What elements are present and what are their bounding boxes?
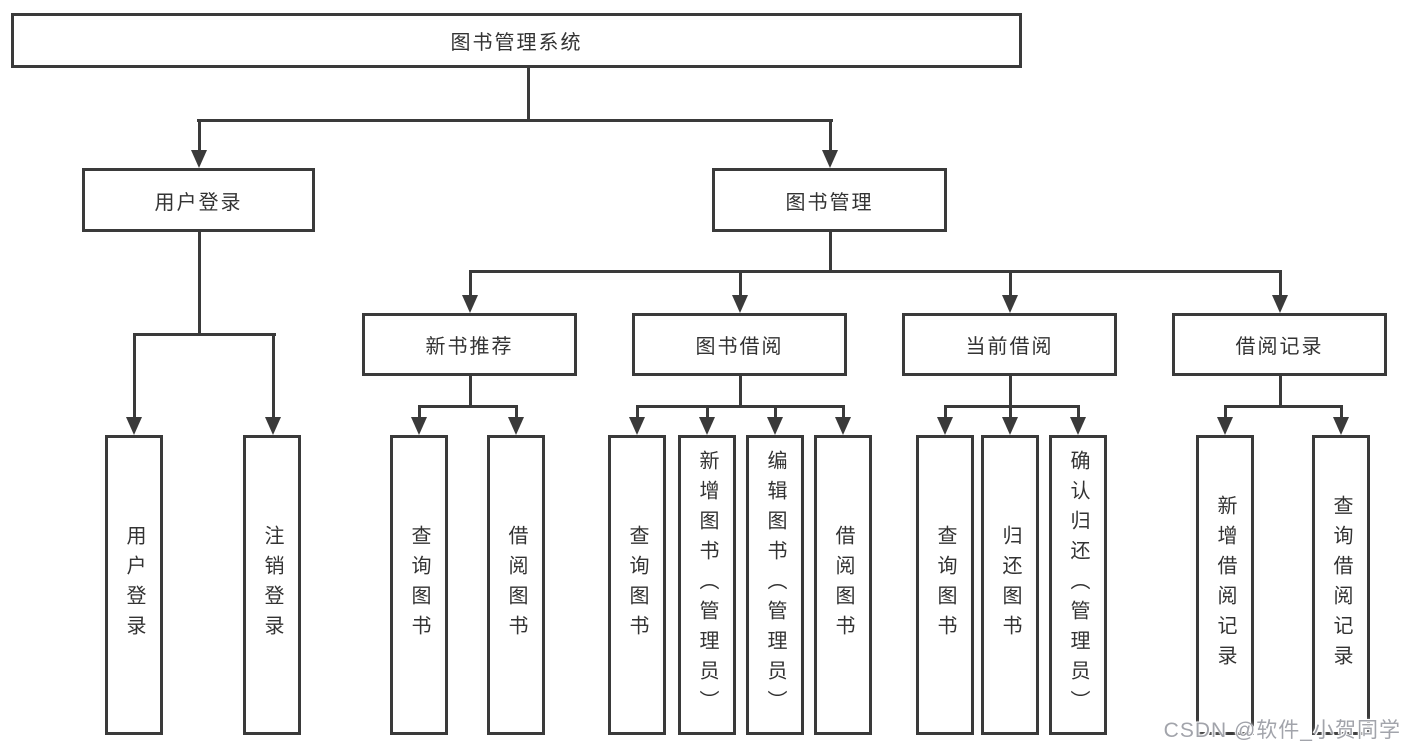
node-cb-confirm: 确认归还（管理员） <box>1049 435 1107 735</box>
node-cb-confirm-label: 确认归还（管理员） <box>1067 450 1089 720</box>
node-borrow-records: 借阅记录 <box>1172 313 1387 376</box>
arrow-to-br-add <box>1217 417 1233 435</box>
connector-root-bar <box>197 119 833 122</box>
node-bb-edit-label: 编辑图书（管理员） <box>764 450 786 720</box>
arrow-to-cb-query <box>937 417 953 435</box>
connector-to-ul-logout <box>272 333 275 419</box>
connector-to-br-query <box>1340 405 1343 419</box>
connector-root-stem <box>527 68 530 120</box>
node-ul-logout-label: 注销登录 <box>261 525 283 645</box>
node-book-mgmt: 图书管理 <box>712 168 947 232</box>
node-root: 图书管理系统 <box>11 13 1022 68</box>
node-bb-query: 查询图书 <box>608 435 666 735</box>
connector-to-cb-query <box>944 405 947 419</box>
node-cb-query-label: 查询图书 <box>934 525 956 645</box>
connector-borrow-records-stem <box>1279 376 1282 407</box>
node-ul-logout: 注销登录 <box>243 435 301 735</box>
node-ul-login-label: 用户登录 <box>123 525 145 645</box>
node-br-add-label: 新增借阅记录 <box>1214 495 1236 675</box>
arrow-to-current-borrow <box>1002 295 1018 313</box>
connector-to-nbr-borrow <box>515 405 518 419</box>
arrow-to-borrow-records <box>1272 295 1288 313</box>
arrow-to-bb-borrow <box>835 417 851 435</box>
arrow-to-ul-logout <box>265 417 281 435</box>
connector-to-bb-borrow <box>842 405 845 419</box>
connector-borrow-records-bar <box>1224 405 1343 408</box>
connector-to-bb-edit <box>774 405 777 419</box>
node-bb-borrow-label: 借阅图书 <box>832 525 854 645</box>
node-nbr-borrow-label: 借阅图书 <box>505 525 527 645</box>
arrow-to-nbr-borrow <box>508 417 524 435</box>
connector-to-current-borrow <box>1009 270 1012 298</box>
watermark: CSDN @软件_小贺同学 <box>1163 719 1401 742</box>
node-new-book-rec: 新书推荐 <box>362 313 577 376</box>
arrow-to-book-mgmt <box>822 150 838 168</box>
arrow-to-nbr-query <box>411 417 427 435</box>
arrow-to-br-query <box>1333 417 1349 435</box>
arrow-to-cb-confirm <box>1070 417 1086 435</box>
node-br-add: 新增借阅记录 <box>1196 435 1254 735</box>
connector-to-ul-login <box>133 333 136 419</box>
connector-book-mgmt-stem <box>829 232 832 273</box>
node-bb-edit: 编辑图书（管理员） <box>746 435 804 735</box>
node-cb-return: 归还图书 <box>981 435 1039 735</box>
connector-to-nbr-query <box>418 405 421 419</box>
node-ul-login: 用户登录 <box>105 435 163 735</box>
connector-book-borrow-stem <box>739 376 742 407</box>
connector-to-bb-query <box>636 405 639 419</box>
connector-user-login-stem <box>198 232 201 335</box>
arrow-to-new-book-rec <box>462 295 478 313</box>
node-bb-borrow: 借阅图书 <box>814 435 872 735</box>
node-book-borrow: 图书借阅 <box>632 313 847 376</box>
node-bb-add: 新增图书（管理员） <box>678 435 736 735</box>
node-bb-query-label: 查询图书 <box>626 525 648 645</box>
connector-to-book-mgmt <box>829 119 832 152</box>
connector-to-cb-confirm <box>1077 405 1080 419</box>
arrow-to-user-login <box>191 150 207 168</box>
connector-new-book-rec-stem <box>469 376 472 407</box>
node-nbr-query: 查询图书 <box>390 435 448 735</box>
connector-user-login-bar <box>133 333 276 336</box>
node-user-login: 用户登录 <box>82 168 315 232</box>
node-cb-query: 查询图书 <box>916 435 974 735</box>
arrow-to-bb-edit <box>767 417 783 435</box>
connector-to-borrow-records <box>1279 270 1282 298</box>
node-book-mgmt-label: 图书管理 <box>785 191 874 214</box>
connector-new-book-rec-bar <box>418 405 518 408</box>
node-br-query-label: 查询借阅记录 <box>1330 495 1352 675</box>
connector-to-new-book-rec <box>469 270 472 298</box>
node-borrow-records-label: 借阅记录 <box>1235 336 1324 358</box>
connector-to-user-login <box>198 119 201 152</box>
node-br-query: 查询借阅记录 <box>1312 435 1370 735</box>
arrow-to-bb-query <box>629 417 645 435</box>
connector-book-borrow-bar <box>636 405 845 408</box>
arrow-to-ul-login <box>126 417 142 435</box>
connector-current-borrow-stem <box>1009 376 1012 407</box>
node-bb-add-label: 新增图书（管理员） <box>696 450 718 720</box>
node-book-borrow-label: 图书借阅 <box>695 336 784 358</box>
node-root-label: 图书管理系统 <box>450 32 583 54</box>
arrow-to-cb-return <box>1002 417 1018 435</box>
node-current-borrow-label: 当前借阅 <box>965 336 1054 358</box>
connector-level3-bar <box>469 270 1282 273</box>
node-current-borrow: 当前借阅 <box>902 313 1117 376</box>
node-nbr-borrow: 借阅图书 <box>487 435 545 735</box>
connector-current-borrow-bar <box>944 405 1080 408</box>
connector-to-book-borrow <box>739 270 742 298</box>
node-new-book-rec-label: 新书推荐 <box>425 336 514 358</box>
connector-to-br-add <box>1224 405 1227 419</box>
arrow-to-book-borrow <box>732 295 748 313</box>
connector-to-bb-add <box>706 405 709 419</box>
arrow-to-bb-add <box>699 417 715 435</box>
node-user-login-label: 用户登录 <box>154 191 243 214</box>
connector-to-cb-return <box>1009 405 1012 419</box>
node-cb-return-label: 归还图书 <box>999 525 1021 645</box>
node-nbr-query-label: 查询图书 <box>408 525 430 645</box>
